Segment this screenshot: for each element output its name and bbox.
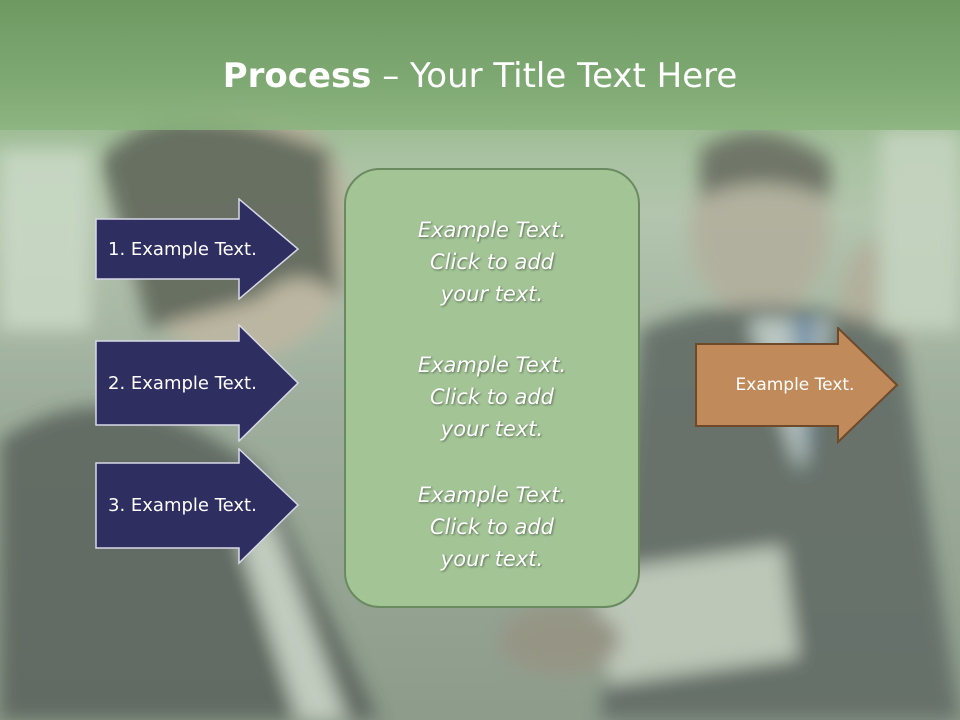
paragraph-line: Example Text. <box>417 483 567 507</box>
title-bold-text: Process <box>222 56 372 96</box>
process-arrow-label: 3. Example Text. <box>108 495 257 516</box>
arrow-shape <box>695 327 899 444</box>
paragraph-line: your text. <box>440 547 544 571</box>
paragraph-line: your text. <box>440 282 544 306</box>
process-arrow-1[interactable]: 1. Example Text. <box>95 198 300 300</box>
arrow-shape <box>95 448 300 565</box>
paragraph-line: Click to add <box>429 250 554 274</box>
title-rest-text: – Your Title Text Here <box>371 56 738 96</box>
result-arrow-label: Example Text. <box>735 375 855 395</box>
title-band <box>0 0 960 130</box>
center-text-box[interactable]: Example Text. Click to add your text. Ex… <box>344 168 640 608</box>
process-arrow-label: 2. Example Text. <box>108 372 257 394</box>
paragraph-line: Click to add <box>429 515 554 539</box>
arrow-shape <box>95 198 300 300</box>
paragraph-line: your text. <box>440 417 544 441</box>
arrow-shape <box>95 324 300 442</box>
paragraph-line: Click to add <box>429 385 554 409</box>
center-paragraph-2: Example Text. Click to add your text. <box>346 349 638 445</box>
process-arrow-label: 1. Example Text. <box>108 238 257 260</box>
process-arrow-3[interactable]: 3. Example Text. <box>95 448 300 566</box>
center-paragraph-3: Example Text. Click to add your text. <box>346 479 638 575</box>
paragraph-line: Example Text. <box>417 353 567 377</box>
paragraph-line: Example Text. <box>417 218 567 242</box>
result-arrow[interactable]: Example Text. <box>695 327 899 444</box>
center-paragraph-1: Example Text. Click to add your text. <box>346 214 638 310</box>
slide-title[interactable]: Process – Your Title Text Here <box>0 54 960 98</box>
process-arrow-2[interactable]: 2. Example Text. <box>95 324 300 442</box>
